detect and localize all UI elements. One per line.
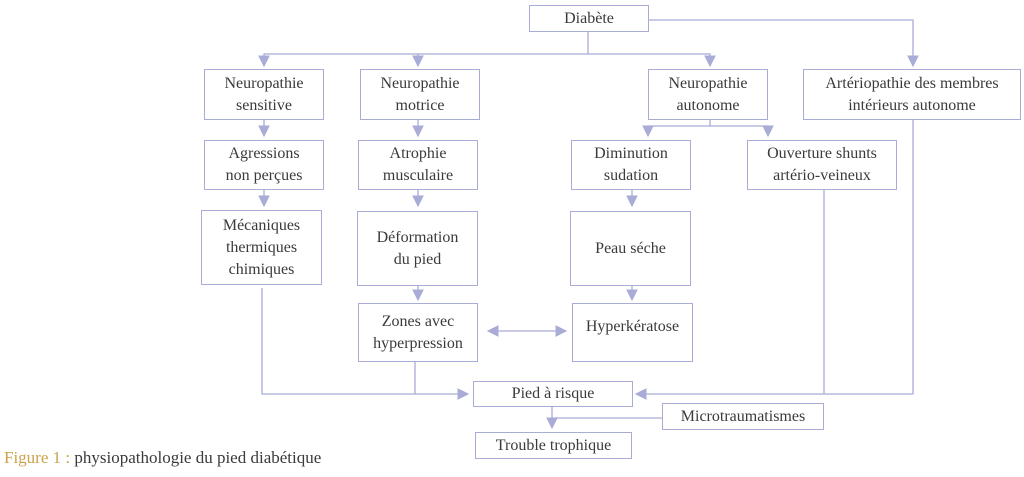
node-label: Zones avec bbox=[381, 312, 455, 330]
node-label: Neuropathie bbox=[224, 74, 304, 92]
edge-arteriopathie-pied bbox=[634, 120, 914, 400]
node-label: Trouble trophique bbox=[495, 436, 612, 454]
node-label: du pied bbox=[393, 250, 442, 268]
node-label: Pied à risque bbox=[511, 385, 595, 402]
node-ouverture: Ouverture shunts artério-veineux bbox=[747, 140, 897, 190]
edge-diabete-trunk bbox=[258, 28, 589, 68]
node-label: Artériopathie des membres bbox=[825, 74, 999, 92]
node-label: Microtraumatismes bbox=[680, 407, 806, 425]
node-neuropathie-motrice: Neuropathie motrice bbox=[360, 69, 480, 120]
node-label: non perçues bbox=[225, 167, 303, 184]
node-label: sudation bbox=[603, 167, 659, 184]
node-label: chimiques bbox=[228, 260, 295, 278]
node-label: autonome bbox=[676, 96, 740, 114]
edge-diabete-arteriopathie bbox=[649, 19, 919, 68]
node-atrophie: Atrophie musculaire bbox=[358, 140, 478, 190]
node-neuropathie-autonome: Neuropathie autonome bbox=[648, 69, 768, 120]
node-mecaniques: Mécaniques thermiques chimiques bbox=[201, 210, 322, 285]
node-label: artério-veineux bbox=[773, 167, 871, 184]
edge-autonome-ouverture bbox=[710, 125, 774, 138]
node-diabete: Diabète bbox=[529, 5, 649, 32]
node-label: Neuropathie bbox=[668, 74, 748, 92]
node-label: Neuropathie bbox=[380, 74, 460, 92]
edge-autonome-split bbox=[642, 120, 711, 138]
edge-diabete-autonome bbox=[588, 53, 716, 68]
node-label: hyperpression bbox=[373, 334, 463, 352]
node-label: Peau séche bbox=[595, 239, 666, 257]
node-label: intérieurs autonome bbox=[848, 96, 976, 114]
node-microtraumatismes: Microtraumatismes bbox=[662, 403, 824, 430]
figure-caption: Figure 1 : physiopathologie du pied diab… bbox=[4, 448, 321, 468]
node-label: Hyperkératose bbox=[585, 318, 680, 335]
node-trouble-trophique: Trouble trophique bbox=[475, 432, 632, 459]
edge-mecaniques-pied bbox=[261, 288, 470, 400]
node-label: motrice bbox=[395, 96, 445, 114]
figure-caption-text: physiopathologie du pied diabétique bbox=[70, 448, 322, 467]
node-label: Agressions bbox=[228, 145, 300, 162]
node-label: Mécaniques bbox=[222, 216, 301, 234]
node-deformation: Déformation du pied bbox=[357, 211, 478, 286]
node-zones-hyperpression: Zones avec hyperpression bbox=[358, 303, 478, 362]
node-label: Atrophie bbox=[389, 145, 447, 162]
node-diminution: Diminution sudation bbox=[571, 140, 691, 190]
node-label: Diabète bbox=[564, 9, 614, 27]
node-label: sensitive bbox=[235, 96, 292, 114]
node-label: thermiques bbox=[225, 238, 298, 256]
node-label: Déformation bbox=[376, 228, 459, 246]
node-agressions: Agressions non perçues bbox=[204, 140, 324, 190]
node-arteriopathie: Artériopathie des membres intérieurs auto… bbox=[803, 69, 1021, 120]
node-label: Ouverture shunts bbox=[767, 145, 877, 162]
node-neuropathie-sensitive: Neuropathie sensitive bbox=[204, 69, 324, 120]
figure-label: Figure 1 : bbox=[4, 448, 71, 467]
node-peau-seche: Peau séche bbox=[570, 211, 691, 286]
node-hyperkeratose: Hyperkératose bbox=[572, 303, 693, 362]
node-label: musculaire bbox=[382, 167, 454, 184]
node-pied-a-risque: Pied à risque bbox=[473, 381, 633, 407]
node-label: Diminution bbox=[594, 145, 668, 162]
